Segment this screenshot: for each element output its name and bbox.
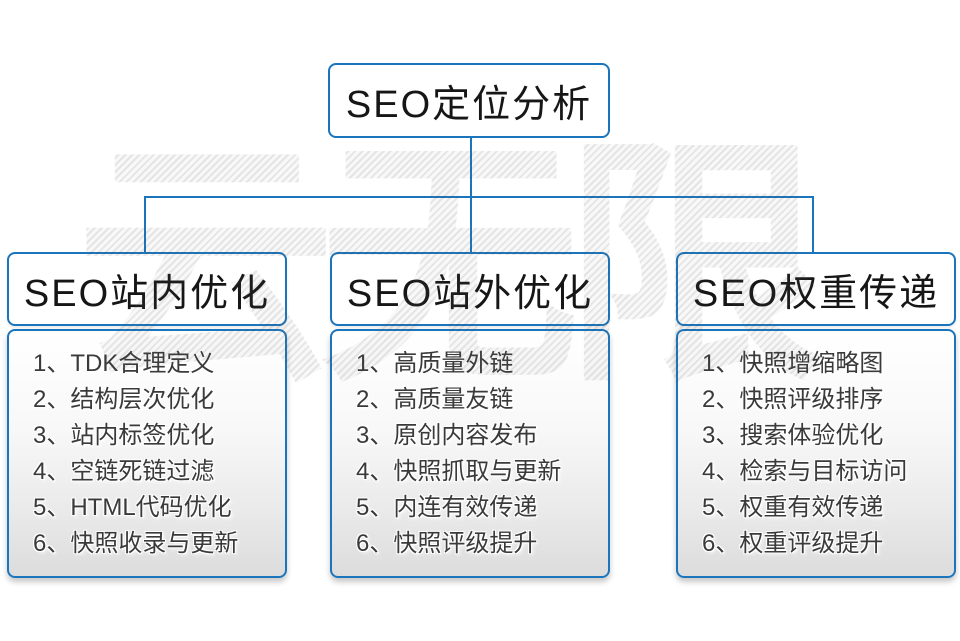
list-item: 5、内连有效传递: [356, 494, 538, 521]
list-item: 5、权重有效传递: [702, 494, 884, 521]
list-item: 3、搜索体验优化: [702, 422, 884, 449]
column-onsite-title-box: SEO站内优化: [7, 252, 287, 326]
list-item: 4、检索与目标访问: [702, 458, 908, 485]
column-offsite-list-box: 1、高质量外链 2、高质量友链 3、原创内容发布 4、快照抓取与更新 5、内连有…: [330, 329, 610, 578]
list-item: 2、高质量友链: [356, 386, 514, 413]
list-item: 2、快照评级排序: [702, 386, 884, 413]
list-item: 3、站内标签优化: [33, 422, 215, 449]
list-item: 1、高质量外链: [356, 350, 514, 377]
column-weight-title-box: SEO权重传递: [676, 252, 956, 326]
column-offsite-optimization: SEO站外优化 1、高质量外链 2、高质量友链 3、原创内容发布 4、快照抓取与…: [330, 252, 610, 578]
connector-root-to-middle: [470, 137, 472, 253]
column-weight-list-box: 1、快照增缩略图 2、快照评级排序 3、搜索体验优化 4、检索与目标访问 5、权…: [676, 329, 956, 578]
connector-drop-left: [144, 196, 146, 253]
connector-horizontal-bar: [144, 196, 814, 198]
list-item: 6、快照收录与更新: [33, 530, 239, 557]
root-node-title: SEO定位分析: [345, 84, 593, 126]
column-offsite-title-box: SEO站外优化: [330, 252, 610, 326]
list-item: 3、原创内容发布: [356, 422, 538, 449]
column-title: SEO站内优化: [23, 272, 271, 315]
list-item: 1、快照增缩略图: [702, 350, 884, 377]
column-onsite-list-box: 1、TDK合理定义 2、结构层次优化 3、站内标签优化 4、空链死链过滤 5、H…: [7, 329, 287, 578]
list-item: 5、HTML代码优化: [33, 494, 232, 521]
column-title: SEO权重传递: [692, 272, 940, 315]
column-title: SEO站外优化: [346, 272, 594, 315]
connector-drop-right: [812, 196, 814, 253]
list-item: 6、权重评级提升: [702, 530, 884, 557]
list-item: 6、快照评级提升: [356, 530, 538, 557]
root-node-seo-positioning: SEO定位分析: [328, 63, 610, 138]
column-weight-transfer: SEO权重传递 1、快照增缩略图 2、快照评级排序 3、搜索体验优化 4、检索与…: [676, 252, 956, 578]
list-item: 2、结构层次优化: [33, 386, 215, 413]
column-onsite-optimization: SEO站内优化 1、TDK合理定义 2、结构层次优化 3、站内标签优化 4、空链…: [7, 252, 287, 578]
list-item: 4、空链死链过滤: [33, 458, 215, 485]
list-item: 4、快照抓取与更新: [356, 458, 562, 485]
list-item: 1、TDK合理定义: [33, 350, 215, 377]
